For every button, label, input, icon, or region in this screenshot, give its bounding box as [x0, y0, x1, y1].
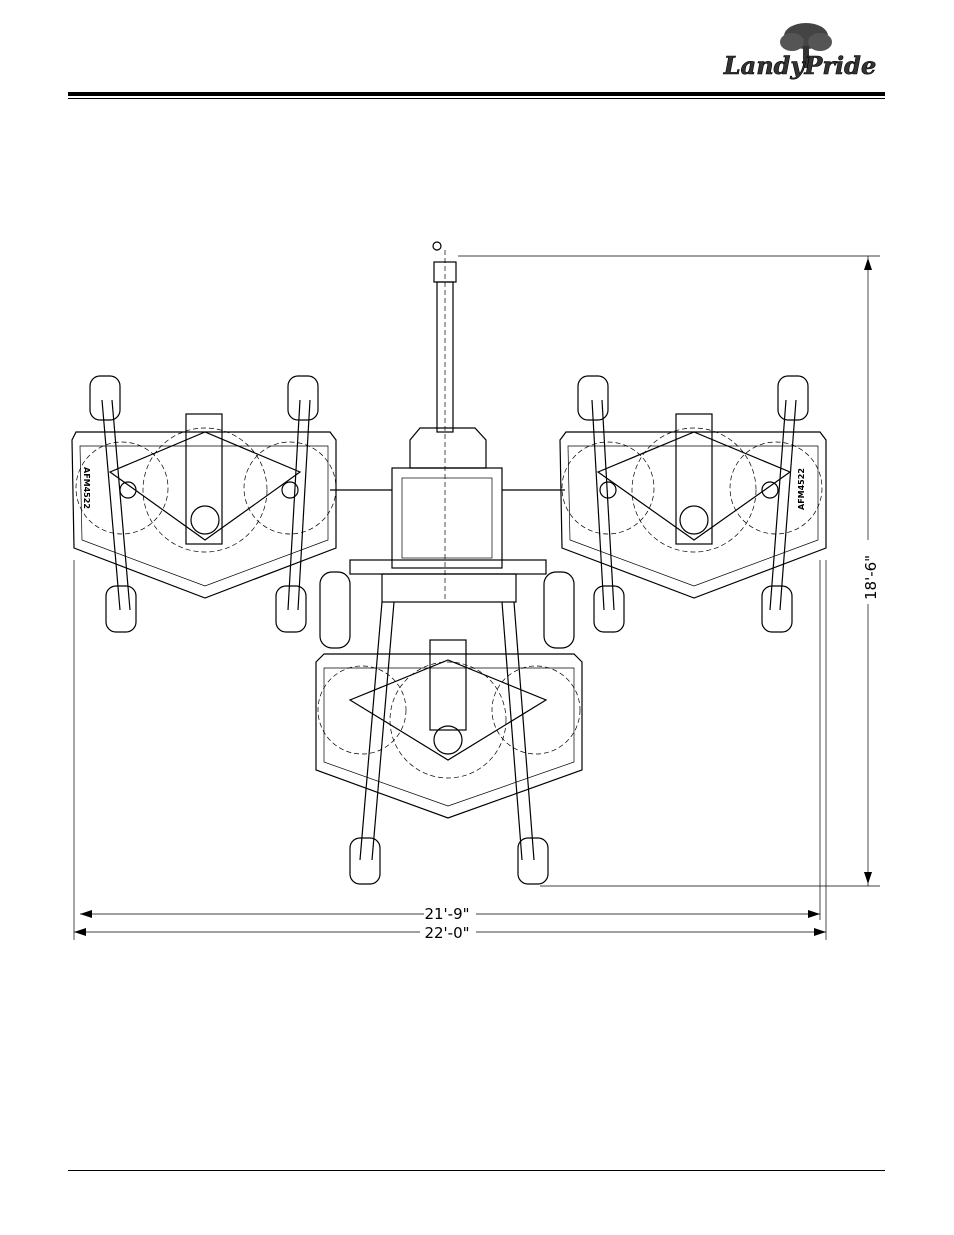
length-dimension: 18'-6" [862, 555, 880, 600]
right-deck-model-label: AFM4522 [797, 468, 806, 510]
right-deck: AFM4522 [560, 414, 826, 598]
width-outer-dimension: 22'-0" [424, 924, 469, 942]
center-frame [330, 428, 565, 602]
hitch-tongue [433, 242, 456, 600]
link-arms [102, 400, 796, 860]
dimension-lines [74, 256, 880, 940]
width-inner-dimension: 21'-9" [424, 905, 469, 923]
center-deck [316, 640, 582, 818]
left-deck-model-label: AFM4522 [82, 467, 91, 509]
caster-wheels [90, 376, 808, 884]
